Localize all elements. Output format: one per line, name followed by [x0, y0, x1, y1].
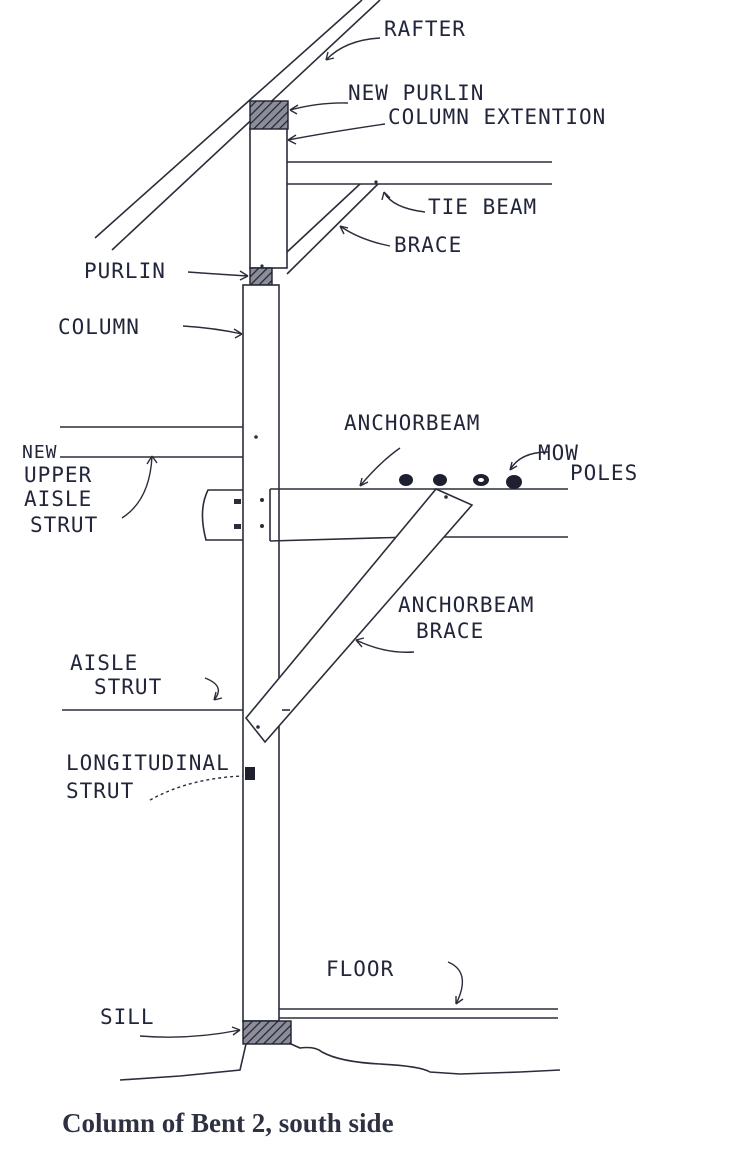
new-upper-aisle-strut-label-line1: NEW [22, 442, 58, 463]
peg [260, 264, 264, 268]
tie-beam [287, 161, 552, 185]
sill [242, 1020, 292, 1045]
anchorbeam-label: ANCHORBEAM [344, 411, 480, 435]
anchorbeam-brace-label-line2: BRACE [416, 619, 484, 643]
purlin [249, 267, 273, 286]
aisle-strut-label-line2: STRUT [94, 675, 162, 699]
anchorbeam-brace-label-line1: ANCHORBEAM [398, 593, 534, 617]
new-upper-aisle-strut-label-line4: STRUT [30, 513, 98, 537]
longitudinal-strut-label-line2: STRUT [66, 779, 134, 803]
floor [279, 1008, 558, 1019]
new-purlin [249, 100, 289, 130]
floor-label: FLOOR [326, 957, 394, 981]
mow-poles-label-line2: POLES [570, 461, 638, 485]
rafter [94, 0, 381, 251]
sill-label: SILL [100, 1005, 155, 1029]
rafter-label: RAFTER [384, 17, 466, 41]
new-upper-aisle-strut-label-line2: UPPER [24, 463, 92, 487]
longitudinal-strut-label-line1: LONGITUDINAL [66, 751, 230, 775]
longitudinal-strut [245, 767, 255, 780]
column [242, 284, 280, 1022]
anchorbeam [269, 488, 568, 542]
new-upper-aisle-strut-label-line3: AISLE [24, 487, 92, 511]
figure-caption: Column of Bent 2, south side [62, 1108, 394, 1138]
column-label: COLUMN [58, 315, 140, 339]
leader-arrows [121, 37, 549, 1038]
brace [286, 183, 379, 275]
mow-poles-label-line1: MOW [538, 441, 579, 465]
purlin-label: PURLIN [84, 259, 166, 283]
brace-label: BRACE [394, 233, 462, 257]
peg [260, 524, 264, 528]
ground [119, 1043, 561, 1081]
anchorbeam-brace [244, 488, 474, 744]
column-extention-label: COLUMN EXTENTION [388, 105, 606, 129]
peg [374, 180, 378, 184]
new-purlin-label: NEW PURLIN [348, 81, 484, 105]
tie-beam-label: TIE BEAM [428, 195, 537, 219]
aisle-strut-label-line1: AISLE [70, 651, 138, 675]
column-extension [249, 127, 288, 269]
peg [254, 435, 258, 439]
peg [260, 498, 264, 502]
mow-poles [399, 474, 522, 489]
